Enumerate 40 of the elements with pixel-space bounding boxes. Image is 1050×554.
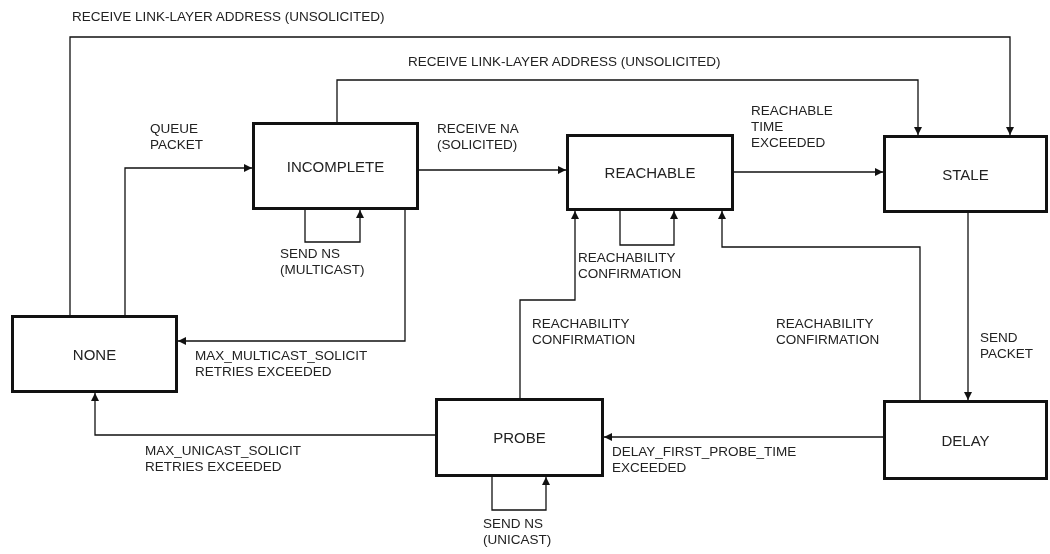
state-name: STALE — [942, 165, 989, 183]
state-box — [883, 400, 1048, 480]
state-name: INCOMPLETE — [286, 157, 385, 175]
arrow — [177, 209, 406, 345]
state-box — [435, 398, 604, 477]
arrow — [91, 392, 436, 436]
edge-label: DELAY_FIRST_PROBE_TIME EXCEEDED — [612, 444, 798, 476]
edge-label: QUEUE PACKET — [150, 121, 204, 153]
edge-label: MAX_MULTICAST_SOLICIT RETRIES EXCEEDED — [195, 348, 369, 380]
arrow — [718, 210, 921, 401]
edge-label: REACHABILITY CONFIRMATION — [532, 316, 637, 348]
arrow — [304, 209, 364, 243]
state-name: REACHABLE — [604, 164, 696, 181]
state-name: NONE — [72, 345, 117, 363]
edge-label: SEND PACKET — [980, 330, 1034, 362]
arrow — [69, 36, 1014, 316]
state-box — [566, 134, 734, 211]
arrow — [619, 210, 678, 246]
state-name: DELAY — [941, 431, 990, 449]
state-name: PROBE — [493, 429, 546, 446]
edge-label: SEND NS (MULTICAST) — [280, 246, 366, 278]
edge-label: RECEIVE LINK-LAYER ADDRESS (UNSOLICITED) — [72, 9, 386, 25]
arrow — [519, 210, 579, 399]
arrow — [733, 168, 884, 176]
state-box — [11, 315, 178, 393]
edge-label: RECEIVE LINK-LAYER ADDRESS (UNSOLICITED) — [408, 54, 722, 70]
arrow — [418, 166, 567, 174]
state-box — [883, 135, 1048, 213]
state-box — [252, 122, 419, 210]
arrow — [603, 433, 884, 441]
edge-label: MAX_UNICAST_SOLICIT RETRIES EXCEEDED — [145, 443, 302, 475]
edge-label: SEND NS (UNICAST) — [483, 516, 553, 548]
arrow — [491, 476, 550, 511]
edge-label: RECEIVE NA (SOLICITED) — [437, 121, 520, 153]
arrow — [964, 212, 972, 401]
arrow — [336, 79, 922, 136]
edge-label: REACHABILITY CONFIRMATION — [776, 316, 881, 348]
arrow — [124, 164, 253, 316]
edge-label: REACHABILITY CONFIRMATION — [578, 250, 683, 282]
edge-label: REACHABLE TIME EXCEEDED — [751, 103, 834, 151]
